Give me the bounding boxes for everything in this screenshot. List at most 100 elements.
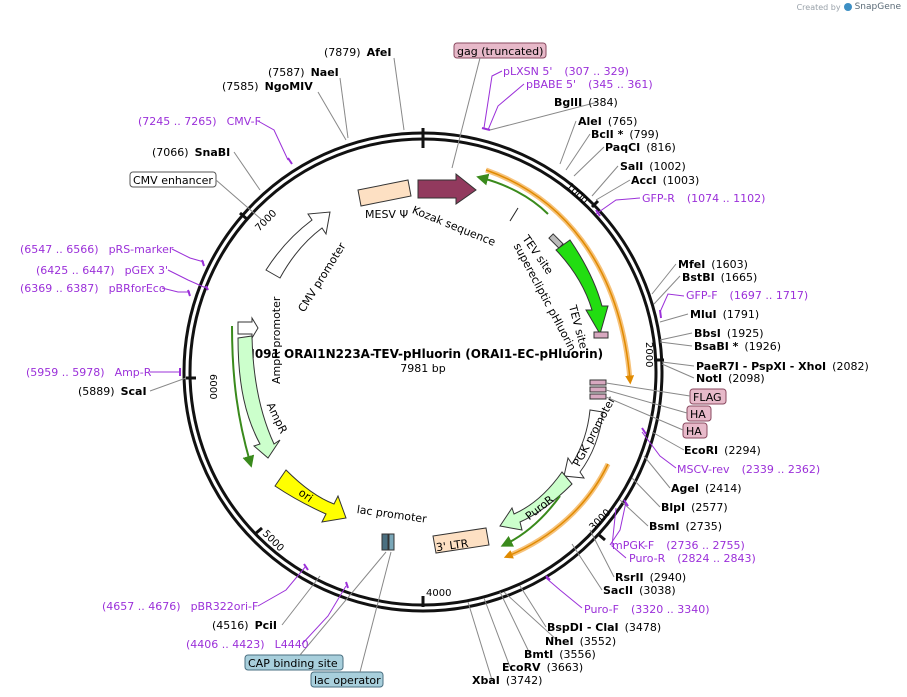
feature-gag-arrow[interactable] <box>417 172 477 205</box>
svg-text:BsmI(2735): BsmI (2735) <box>649 520 722 533</box>
feature-ampr-promoter[interactable] <box>237 316 259 340</box>
orf-arc-green-2 <box>500 495 561 547</box>
primer-name-gfp-r[interactable]: GFP-R <box>642 192 675 205</box>
svg-text:(4657 .. 4676)pBR322ori-F: (4657 .. 4676) pBR322ori-F <box>102 600 258 613</box>
feature-ori[interactable] <box>274 469 347 523</box>
svg-text:Puro-R(2824 .. 2843): Puro-R (2824 .. 2843) <box>629 552 756 565</box>
site-name-ecori[interactable]: EcoRI <box>684 444 718 457</box>
feature-ha-box-1[interactable] <box>589 386 607 393</box>
site-name-xbai[interactable]: XbaI <box>472 674 500 687</box>
label-gag-truncated: gag (truncated) <box>457 45 543 58</box>
svg-text:(5959 .. 5978)Amp-R: (5959 .. 5978)Amp-R <box>26 366 152 379</box>
site-name-sacii[interactable]: SacII <box>603 584 633 597</box>
site-name-blpi[interactable]: BlpI <box>661 501 685 514</box>
site-name-noti[interactable]: NotI <box>696 372 722 385</box>
primer-name-puro-r[interactable]: Puro-R <box>629 552 666 565</box>
primer-name-mscv-rev[interactable]: MSCV-rev <box>677 463 730 476</box>
site-name-bsmi[interactable]: BsmI <box>649 520 680 533</box>
primer-name-pbr322ori-f[interactable]: pBR322ori-F <box>191 600 259 613</box>
site-name-bspdi-clai[interactable]: BspDI - ClaI <box>547 621 619 634</box>
site-num-paer7i: (2082) <box>832 360 869 373</box>
feature-superecliptic-phluorin[interactable] <box>555 239 609 336</box>
site-name-scai[interactable]: ScaI <box>121 385 147 398</box>
label-cap-binding-site: CAP binding site <box>248 657 338 670</box>
primer-name-gfp-f[interactable]: GFP-F <box>686 289 718 302</box>
feature-cap-site-box[interactable] <box>388 533 395 551</box>
feature-cmv-promoter[interactable] <box>265 211 331 279</box>
svg-text:SacII(3038): SacII (3038) <box>603 584 676 597</box>
primer-range-l4440: (4406 .. 4423) <box>186 638 265 651</box>
primer-name-mpgk-f[interactable]: mPGK-F <box>612 539 654 552</box>
tick-label-7000: 7000 <box>254 208 280 234</box>
site-name-bstbi[interactable]: BstBI <box>682 271 715 284</box>
primer-range-pgex3: (6425 .. 6447) <box>36 264 115 277</box>
primer-range-puro-r: (2824 .. 2843) <box>677 552 756 565</box>
plasmid-title: M091 ORAI1N223A-TEV-pHluorin (ORAI1-EC-p… <box>243 347 603 361</box>
primer-range-pbr322ori-f: (4657 .. 4676) <box>102 600 181 613</box>
primer-range-plxsn5: (307 .. 329) <box>564 65 629 78</box>
primer-name-amp-r[interactable]: Amp-R <box>115 366 152 379</box>
svg-text:BsaBI *(1926): BsaBI *(1926) <box>694 340 781 353</box>
feature-tev-site-2[interactable] <box>593 331 609 339</box>
site-name-rsrii[interactable]: RsrII <box>615 571 644 584</box>
primer-range-gfp-r: (1074 .. 1102) <box>687 192 766 205</box>
svg-text:NheI(3552): NheI(3552) <box>545 635 616 648</box>
site-name-afei[interactable]: AfeI <box>367 46 392 59</box>
site-name-alei[interactable]: AleI <box>578 115 602 128</box>
site-num-agei: (2414) <box>705 482 742 495</box>
site-num-bsmi: (2735) <box>686 520 723 533</box>
primer-name-pgex3[interactable]: pGEX 3' <box>125 264 169 277</box>
primer-name-pbabe5[interactable]: pBABE 5' <box>526 78 576 91</box>
site-name-paqci[interactable]: PaqCI <box>605 141 640 154</box>
primer-name-prs-marker[interactable]: pRS-marker <box>109 243 174 256</box>
site-name-paer7i-pspxi-xhoi[interactable]: PaeR7I - PspXI - XhoI <box>696 360 826 373</box>
site-name-bbsi[interactable]: BbsI <box>694 327 721 340</box>
site-name-acci[interactable]: AccI <box>631 174 657 187</box>
svg-text:XbaI(3742): XbaI(3742) <box>472 674 542 687</box>
primer-name-pbrforeco[interactable]: pBRforEco <box>109 282 166 295</box>
svg-text:NotI(2098): NotI(2098) <box>696 372 765 385</box>
feature-ha-box-2[interactable] <box>589 393 607 400</box>
svg-text:(6369 .. 6387)pBRforEco: (6369 .. 6387)pBRforEco <box>20 282 166 295</box>
feature-label-lac-promoter: lac promoter <box>356 503 428 526</box>
site-name-ngomiv[interactable]: NgoMIV <box>265 80 314 93</box>
site-name-bcli[interactable]: BclI * <box>591 128 624 141</box>
site-name-snabi[interactable]: SnaBI <box>195 146 231 159</box>
feature-mesv-psi[interactable] <box>357 179 412 207</box>
site-name-ecorv[interactable]: EcoRV <box>502 661 541 674</box>
site-num-rsrii: (2940) <box>650 571 687 584</box>
feature-flag-box[interactable] <box>589 379 607 386</box>
inner-features: MESV Ψ Kozak sequence TEV site superecli… <box>237 172 618 554</box>
site-num-sacii: (3038) <box>639 584 676 597</box>
primer-name-l4440[interactable]: L4440 <box>275 638 309 651</box>
svg-text:pLXSN 5'(307 .. 329): pLXSN 5' (307 .. 329) <box>503 65 629 78</box>
site-name-bsabi[interactable]: BsaBI * <box>694 340 739 353</box>
site-name-bmti[interactable]: BmtI <box>524 648 553 661</box>
svg-text:(4406 .. 4423)L4440: (4406 .. 4423) L4440 <box>186 638 309 651</box>
svg-text:(7585)NgoMIV: (7585) NgoMIV <box>222 80 313 93</box>
site-name-sali[interactable]: SalI <box>620 160 643 173</box>
site-name-mlui[interactable]: MluI <box>690 308 717 321</box>
site-name-nhei[interactable]: NheI <box>545 635 574 648</box>
site-name-agei[interactable]: AgeI <box>671 482 699 495</box>
site-num-alei: (765) <box>608 115 638 128</box>
site-num-mfei: (1603) <box>711 258 748 271</box>
site-name-naei[interactable]: NaeI <box>311 66 339 79</box>
feature-3-ltr[interactable] <box>432 527 490 554</box>
site-name-pcii[interactable]: PciI <box>255 619 277 632</box>
svg-text:PaeR7I - PspXI - XhoI(2082): PaeR7I - PspXI - XhoI (2082) <box>696 360 869 373</box>
site-name-mfei[interactable]: MfeI <box>678 258 705 271</box>
primer-name-plxsn5[interactable]: pLXSN 5' <box>503 65 552 78</box>
primer-name-cmv-f[interactable]: CMV-F <box>227 115 261 128</box>
primer-name-puro-f[interactable]: Puro-F <box>584 603 619 616</box>
svg-text:(7245 .. 7265)CMV-F: (7245 .. 7265)CMV-F <box>138 115 261 128</box>
site-num-ngomiv: (7585) <box>222 80 259 93</box>
svg-text:GFP-F(1697 .. 1717): GFP-F(1697 .. 1717) <box>686 289 808 302</box>
site-name-bglii[interactable]: BglII <box>554 96 582 109</box>
svg-text:PaqCI(816): PaqCI(816) <box>605 141 676 154</box>
orf-arcs <box>231 167 635 559</box>
feature-lac-operator-box[interactable] <box>381 533 389 551</box>
feature-ampr[interactable] <box>237 335 281 459</box>
orf-arc-orange-2-line <box>503 463 609 559</box>
site-num-bglii: (384) <box>588 96 618 109</box>
